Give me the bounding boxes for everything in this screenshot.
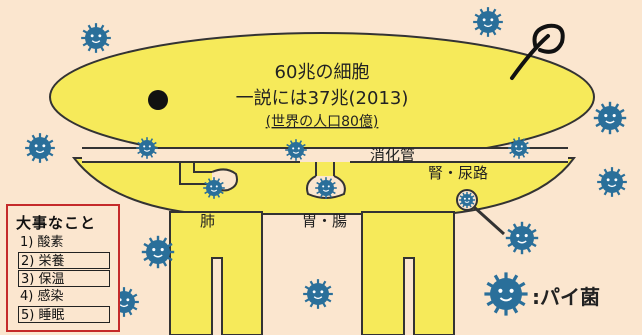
- important-things-box: 大事なこと 1) 酸素 2) 栄養 3) 保温 4) 感染 5) 睡眠: [6, 204, 120, 332]
- urinary-duct: [472, 205, 506, 236]
- bacteria-icon: [597, 167, 627, 197]
- bacteria-icon: [285, 139, 307, 161]
- bacteria-icon: [484, 272, 528, 316]
- creature-body: [49, 23, 595, 335]
- bacteria-icon: [508, 137, 530, 159]
- legend-item: 3) 保温: [18, 270, 110, 287]
- bacteria-icon: [593, 101, 627, 135]
- legend-item: 5) 睡眠: [18, 306, 110, 323]
- bacteria-icon: [81, 23, 111, 53]
- hair-curl-icon: [510, 23, 565, 80]
- cell-count-alt-text: 一説には37兆(2013): [236, 88, 409, 109]
- legend-item: 2) 栄養: [18, 252, 110, 269]
- bacteria-icon: [505, 221, 539, 255]
- bacteria-icon: [458, 191, 476, 209]
- bacteria-icon: [315, 177, 337, 199]
- cell-count-text: 60兆の細胞: [275, 62, 370, 83]
- bacteria-icon: [473, 7, 503, 37]
- population-text: (世界の人口80億): [266, 114, 379, 130]
- stomach-intestine-label: 胃・腸: [302, 212, 347, 230]
- bacteria-legend-label: :パイ菌: [532, 285, 600, 309]
- bacteria-icon: [136, 137, 158, 159]
- legend-item: 1) 酸素: [20, 235, 64, 250]
- digestive-tract-channel: [82, 148, 568, 162]
- legend-item: 4) 感染: [20, 289, 64, 304]
- digestive-tract-label: 消化管: [370, 146, 415, 164]
- lung-label: 肺: [200, 212, 215, 230]
- kidney-urinary-label: 腎・尿路: [428, 164, 488, 182]
- eye-dot: [148, 90, 168, 110]
- bacteria-icon: [303, 279, 333, 309]
- bacteria-icon: [25, 133, 55, 163]
- legend-title: 大事なこと: [16, 214, 97, 232]
- bacteria-icon: [141, 235, 175, 269]
- bacteria-icon: [203, 177, 225, 199]
- lung-channel: [179, 162, 212, 185]
